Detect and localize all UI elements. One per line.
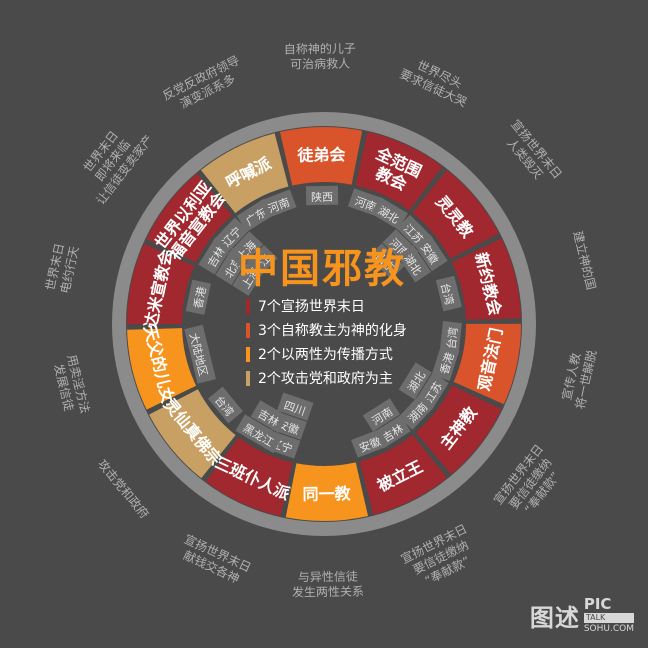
region-tile: [368, 243, 405, 280]
segment-arc: [451, 238, 521, 320]
segment-arc: [285, 462, 369, 521]
region-label: 香港: [438, 351, 457, 376]
cult-name: 徒弟会: [296, 145, 345, 165]
segment-arc: [355, 131, 443, 211]
watermark-side: PIC TALK SOHU.COM: [583, 595, 634, 634]
legend-label: 2个以两性为传播方式: [258, 347, 393, 363]
cult-note: 宣传人教将一世解脱: [557, 346, 599, 411]
legend-label: 3个自称教主为神的化身: [258, 323, 407, 339]
cult-note: 世界尽头要求信徒大哭: [398, 53, 476, 110]
region-tile: [351, 428, 388, 458]
legend-item-political: 2个攻击党和政府为主: [246, 366, 407, 390]
cult-note: 世界末日电约行天: [43, 242, 81, 295]
region-tile: [431, 344, 460, 381]
region-tile: [212, 217, 249, 254]
region-tile: [362, 398, 401, 432]
watermark-pic: PIC: [583, 595, 612, 613]
cult-note: 用卖淫方法发展信徒: [50, 353, 93, 418]
segment-arc: [127, 243, 195, 325]
region-tile: [435, 275, 462, 312]
region-tile: [370, 197, 408, 230]
segment-arc: [127, 328, 197, 410]
legend-swatch: [246, 298, 250, 314]
segment-arc: [415, 385, 502, 475]
region-tile: [208, 386, 244, 424]
legend-item-incarnation: 3个自称教主为神的化身: [246, 318, 407, 342]
region-tile: [185, 279, 211, 315]
region-label: 台湾: [438, 282, 457, 307]
region-tile: [277, 392, 314, 421]
watermark-url: SOHU.COM: [583, 624, 634, 634]
region-label: 香港: [192, 286, 209, 310]
segment-arc: [201, 133, 289, 214]
segment-arc: [149, 389, 236, 479]
legend-label: 7个宣扬世界末日: [258, 299, 365, 315]
segment-arc: [412, 169, 499, 259]
region-tile: [235, 414, 283, 454]
region-tile: [250, 400, 288, 433]
legend-swatch: [246, 346, 250, 362]
diagram-title: 中国邪教: [238, 246, 406, 292]
segment-arc: [146, 173, 233, 263]
region-tile: [398, 393, 435, 430]
segment-arc: [279, 127, 363, 186]
cult-note: 宣扬世界末日要信徒缴纳“奉献款”: [398, 521, 483, 593]
cult-segment-mimen: 达米宣教会香港世界末日电约行天: [43, 242, 211, 330]
cult-name: 同一教: [302, 484, 351, 504]
region-tile: [398, 362, 432, 400]
legend-item-sexual: 2个以两性为传播方式: [246, 342, 407, 366]
watermark-logo: 图述 PIC TALK SOHU.COM: [530, 597, 634, 634]
region-label: 台湾: [444, 326, 460, 349]
legend-item-doom: 7个宣扬世界末日: [246, 294, 407, 318]
ring-gap: [126, 126, 522, 522]
segment-arc: [205, 437, 293, 517]
region-tile: [259, 189, 297, 219]
segment-arc: [359, 434, 447, 515]
cult-note: 自称神的儿子可治病救人: [284, 40, 356, 71]
cult-note: 反党反政府领导演变派系多: [160, 52, 249, 116]
legend-swatch: [246, 322, 250, 338]
cult-segment-shijieyilia: 世界以利亚福音宣教会吉林辽宁北京上海河北浙江上海世界末日即将来临让信徒变卖家产: [70, 114, 278, 296]
legend-swatch: [246, 370, 250, 386]
legend-label: 2个攻击党和政府为主: [258, 371, 393, 387]
cult-note: 与异性信徒发生两性关系: [292, 569, 364, 599]
region-tile: [397, 245, 432, 283]
region-tile: [232, 258, 266, 296]
region-label: 陕西: [311, 190, 333, 204]
cult-note: 世界末日即将来临让信徒变卖家产: [70, 114, 156, 207]
cult-note: 攻击党和政府: [95, 456, 152, 521]
segment-arc: [453, 323, 521, 405]
region-tile: [184, 324, 217, 384]
cult-note: 宣扬世界末日要信徒缴纳“奉献款”: [490, 441, 570, 525]
cult-note: 建立神的国: [570, 229, 599, 291]
cult-note: 宣扬世界末日献钱交各神: [176, 531, 254, 588]
region-tile: [305, 185, 339, 206]
watermark-talk: TALK: [583, 613, 634, 623]
legend: 7个宣扬世界末日 3个自称教主为神的化身 2个以两性为传播方式 2个攻击党和政府…: [246, 294, 407, 390]
region-tile: [414, 234, 448, 272]
region-tile: [227, 231, 264, 268]
cult-note: 宣扬世界末日人类毁灭: [497, 116, 566, 191]
watermark-main: 图述: [529, 604, 580, 632]
